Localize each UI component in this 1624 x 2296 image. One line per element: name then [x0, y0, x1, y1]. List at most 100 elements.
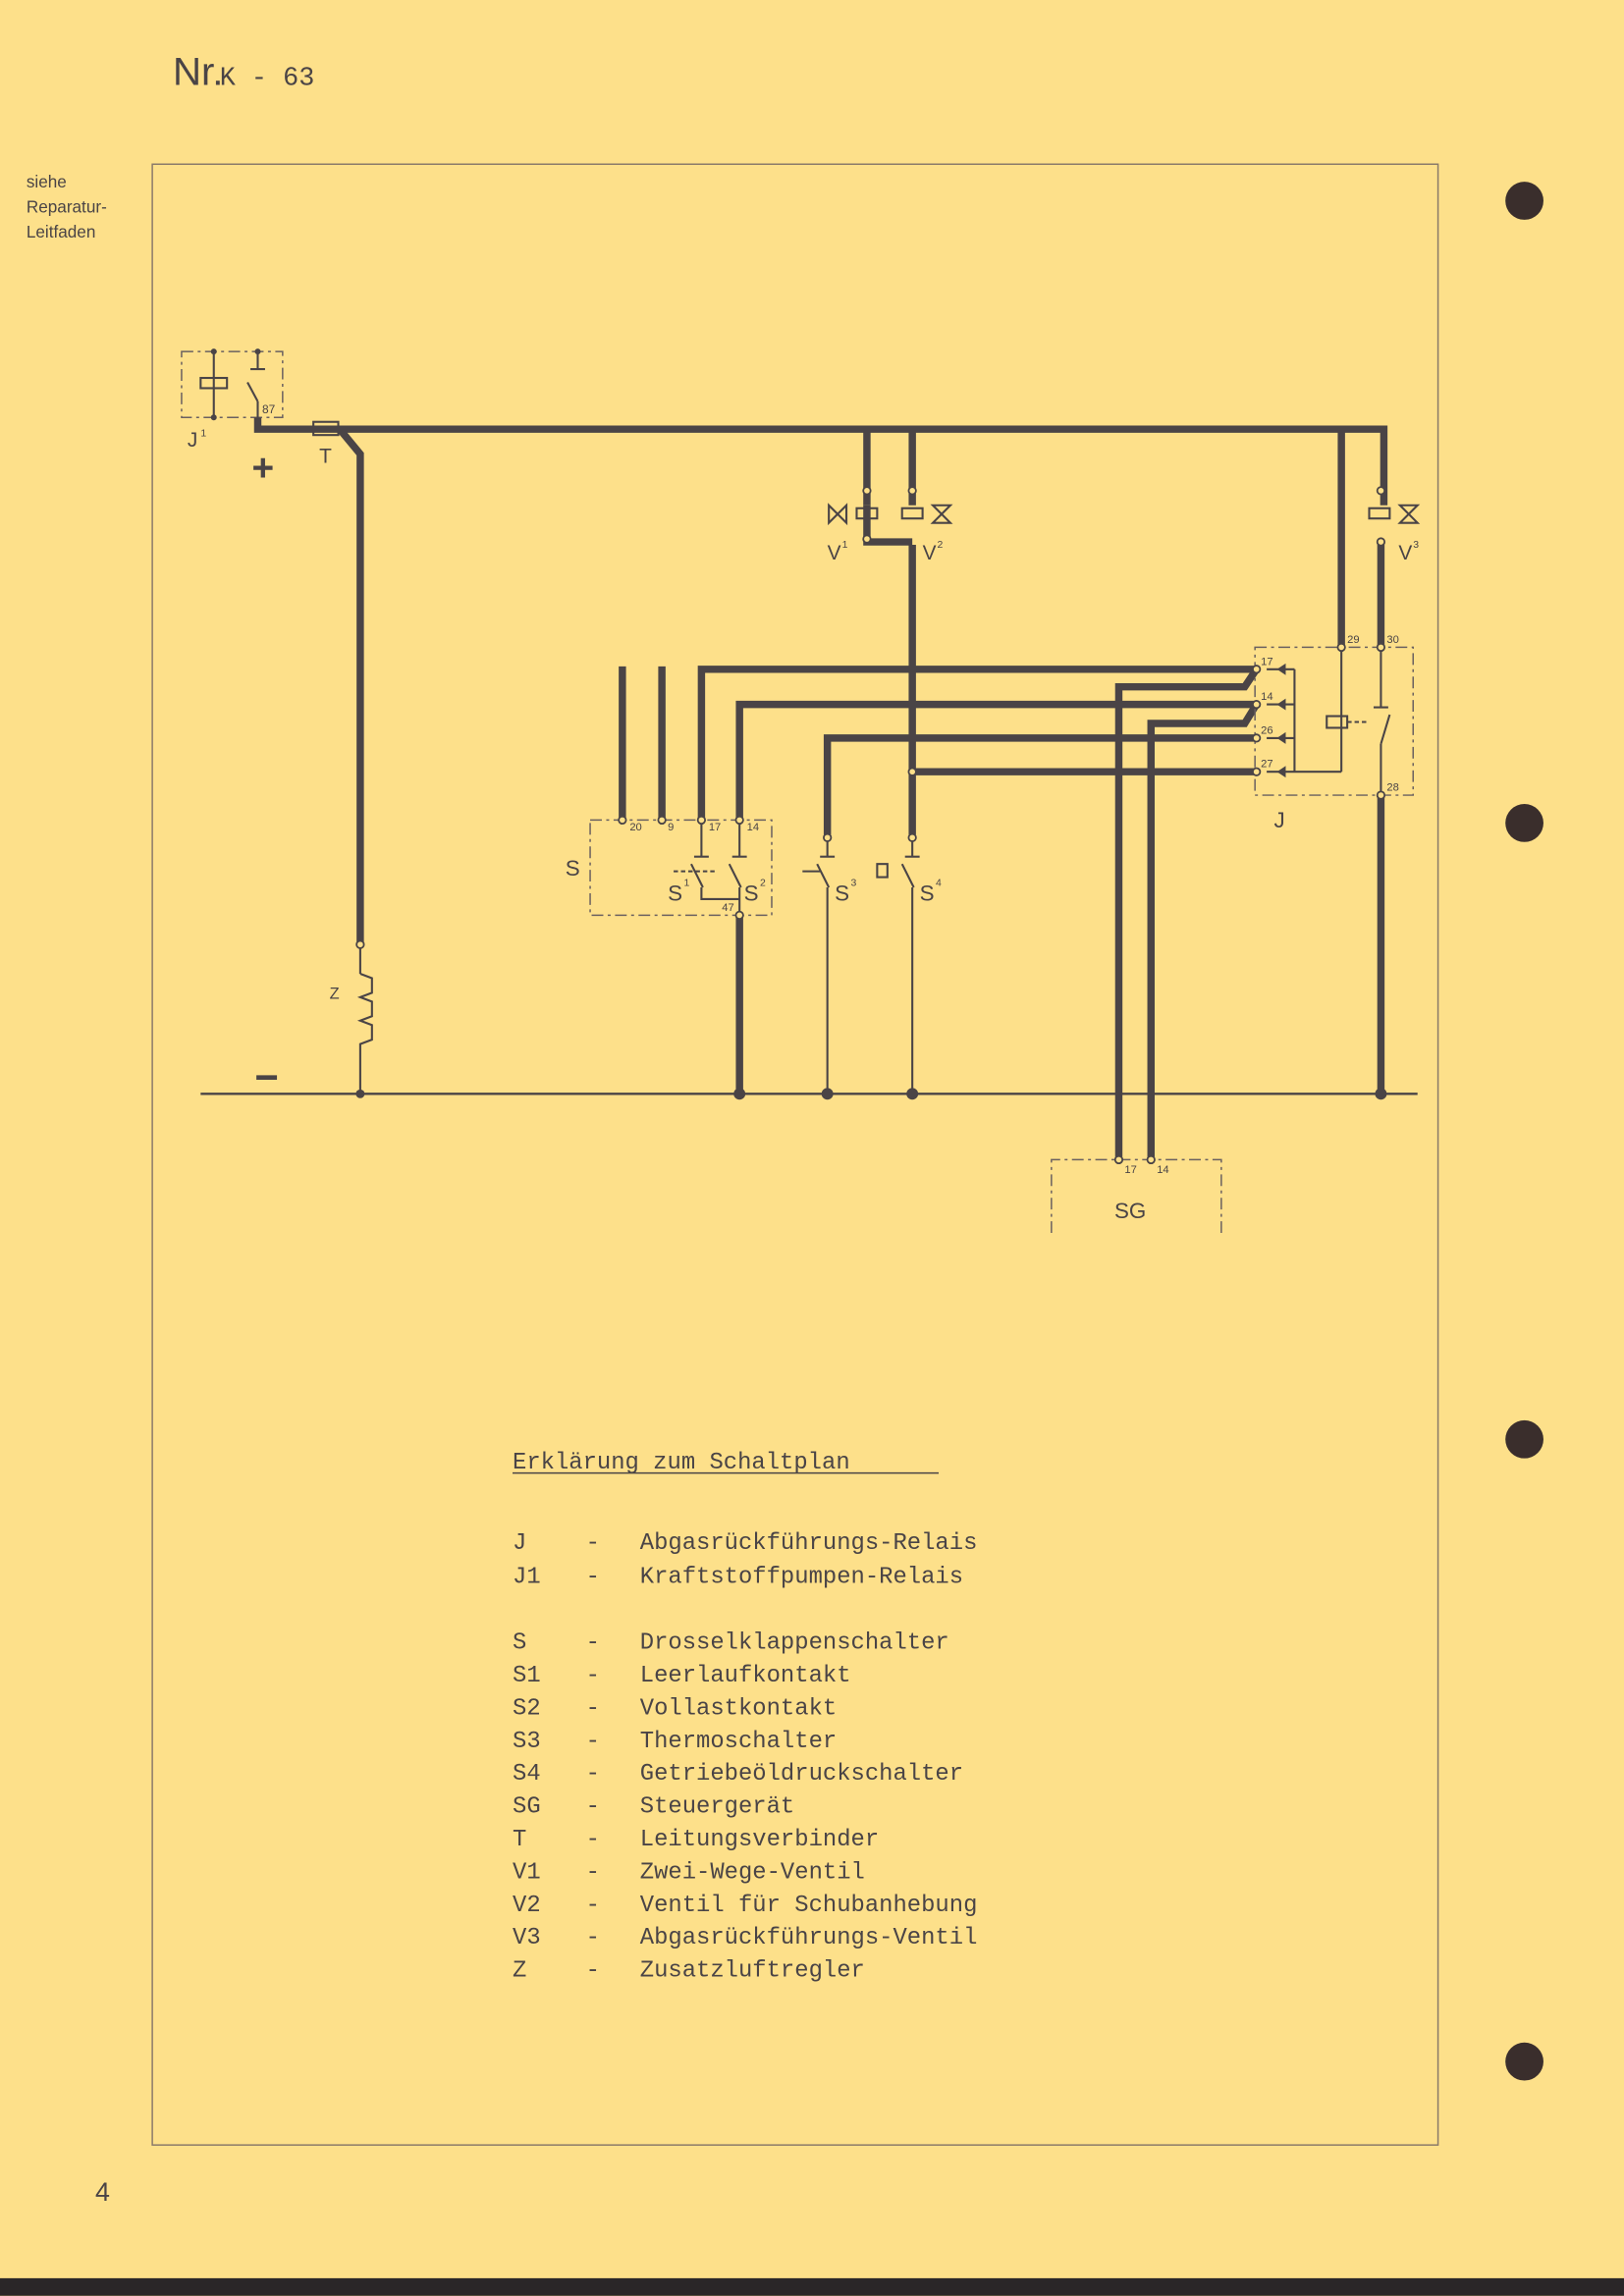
nr-label: Nr. — [173, 50, 223, 94]
legend-desc: Zwei-Wege-Ventil — [640, 1859, 865, 1886]
label-s4: S — [920, 881, 935, 905]
label-s1: S — [668, 881, 682, 905]
label-s3: S — [835, 881, 849, 905]
legend-item: S - Drosselklappenschalter — [513, 1630, 949, 1657]
legend-dash: - — [586, 1630, 600, 1657]
label-v2-sup: 2 — [938, 540, 944, 551]
legend-code: J1 — [513, 1564, 541, 1590]
label-s1-sup: 1 — [683, 879, 689, 889]
oil-pressure-switch-s4: S 4 — [876, 832, 942, 1095]
legend-code: S4 — [513, 1761, 541, 1788]
valve-v2: V 2 — [900, 486, 953, 564]
legend-desc: Vollastkontakt — [640, 1695, 837, 1722]
legend-code: Z — [513, 1958, 526, 1985]
legend-desc: Leitungsverbinder — [640, 1827, 879, 1853]
label-t: T — [319, 446, 332, 468]
legend-dash: - — [586, 1729, 600, 1755]
control-unit-sg: 17 14 SG — [1051, 1154, 1222, 1234]
side-note: siehe Reparatur- Leitfaden — [27, 172, 107, 241]
legend-code: S — [513, 1630, 526, 1657]
legend-code: S2 — [513, 1695, 541, 1722]
terminal-sg14: 14 — [1157, 1164, 1168, 1176]
label-s2: S — [744, 881, 759, 905]
terminal-sg17: 17 — [1124, 1164, 1136, 1176]
label-v1: V — [828, 542, 841, 564]
legend-dash: - — [586, 1827, 600, 1853]
legend-desc: Drosselklappenschalter — [640, 1630, 949, 1657]
label-v3-sup: 3 — [1413, 540, 1419, 551]
terminal-j17: 17 — [1261, 656, 1272, 667]
label-v1-sup: 1 — [842, 540, 848, 551]
terminal-j26: 26 — [1261, 724, 1272, 736]
label-v3: V — [1398, 542, 1412, 564]
legend-title: Erklärung zum Schaltplan — [513, 1450, 850, 1476]
legend-item: J1 - Kraftstoffpumpen-Relais — [513, 1564, 963, 1590]
terminal-47: 47 — [722, 902, 733, 914]
legend-dash: - — [586, 1925, 600, 1951]
legend-code: SG — [513, 1794, 541, 1821]
punch-holes — [1505, 182, 1543, 2081]
legend-desc: Getriebeöldruckschalter — [640, 1761, 963, 1788]
terminal-j30: 30 — [1386, 634, 1398, 646]
legend-dash: - — [586, 1564, 600, 1590]
side-note-line: Reparatur- — [27, 196, 107, 216]
valve-v3: V 3 — [1368, 486, 1421, 564]
legend-item: V2-Ventil für Schubanhebung — [513, 1893, 977, 1919]
legend-item: V3-Abgasrückführungs-Ventil — [513, 1925, 977, 1951]
legend-item: SG-Steuergerät — [513, 1794, 794, 1821]
legend-item: Z - Zusatzluftregler — [513, 1958, 865, 1985]
label-s3-sup: 3 — [851, 879, 857, 889]
bottom-edge — [0, 2277, 1624, 2296]
legend-dash: - — [586, 1663, 600, 1689]
legend-code: S3 — [513, 1729, 541, 1755]
legend-dash: - — [586, 1958, 600, 1985]
plus-label: + — [252, 447, 275, 489]
minus-label: − — [255, 1053, 279, 1099]
terminal-j14: 14 — [1261, 691, 1272, 703]
punch-hole — [1505, 804, 1543, 842]
label-s: S — [566, 856, 580, 881]
terminal-17: 17 — [709, 822, 721, 833]
legend-dash: - — [586, 1859, 600, 1886]
label-j: J — [1274, 808, 1285, 832]
side-note-line: Leitfaden — [27, 222, 96, 241]
label-j1: J — [188, 429, 197, 452]
legend-code: T — [513, 1827, 526, 1853]
label-s4-sup: 4 — [936, 879, 942, 889]
legend-dash: - — [586, 1893, 600, 1919]
legend-item: V1 - Zwei-Wege-Ventil — [513, 1859, 865, 1886]
throttle-switch-s: 20 9 17 14 47 S S 1 S 2 — [566, 815, 773, 920]
side-note-line: siehe — [27, 172, 67, 191]
legend-item: S1-Leerlaufkontakt — [513, 1663, 851, 1689]
legend-desc: Thermoschalter — [640, 1729, 837, 1755]
legend-desc: Leerlaufkontakt — [640, 1663, 851, 1689]
legend-desc: Zusatzluftregler — [640, 1958, 865, 1985]
legend-item: S2-Vollastkontakt — [513, 1695, 837, 1722]
legend-dash: - — [586, 1794, 600, 1821]
nr-value: K - 63 — [220, 65, 315, 94]
legend-code: V2 — [513, 1893, 541, 1919]
legend-dash: - — [586, 1761, 600, 1788]
page-frame — [151, 163, 1439, 2146]
wires — [253, 417, 1388, 1157]
legend-desc: Kraftstoffpumpen-Relais — [640, 1564, 963, 1590]
relay-j1: 87 J 1 — [181, 348, 284, 452]
legend-code: V3 — [513, 1925, 541, 1951]
auxiliary-air-regulator-z: Z — [330, 939, 373, 1095]
legend-item: T - Leitungsverbinder — [513, 1827, 879, 1853]
legend-item: S3 - Thermoschalter — [513, 1729, 837, 1755]
terminal-20: 20 — [629, 822, 641, 833]
label-s2-sup: 2 — [760, 879, 766, 889]
legend-group-relays: J-Abgasrückführungs-Relais J1-Kraftstoff… — [513, 1530, 977, 1590]
relay-j: 17 14 26 27 29 30 28 J — [907, 634, 1414, 832]
punch-hole — [1505, 182, 1543, 220]
legend-code: J — [513, 1530, 526, 1557]
legend-group-components: S-DrosselklappenschalterS1-Leerlaufkonta… — [513, 1630, 977, 1985]
label-j1-sup: 1 — [200, 429, 206, 440]
document-number: Nr. K - 63 — [173, 50, 314, 94]
legend-code: V1 — [513, 1859, 541, 1886]
terminal-j29: 29 — [1347, 634, 1359, 646]
legend: Erklärung zum Schaltplan J-Abgasrückführ… — [513, 1450, 977, 1985]
punch-hole — [1505, 2042, 1543, 2081]
